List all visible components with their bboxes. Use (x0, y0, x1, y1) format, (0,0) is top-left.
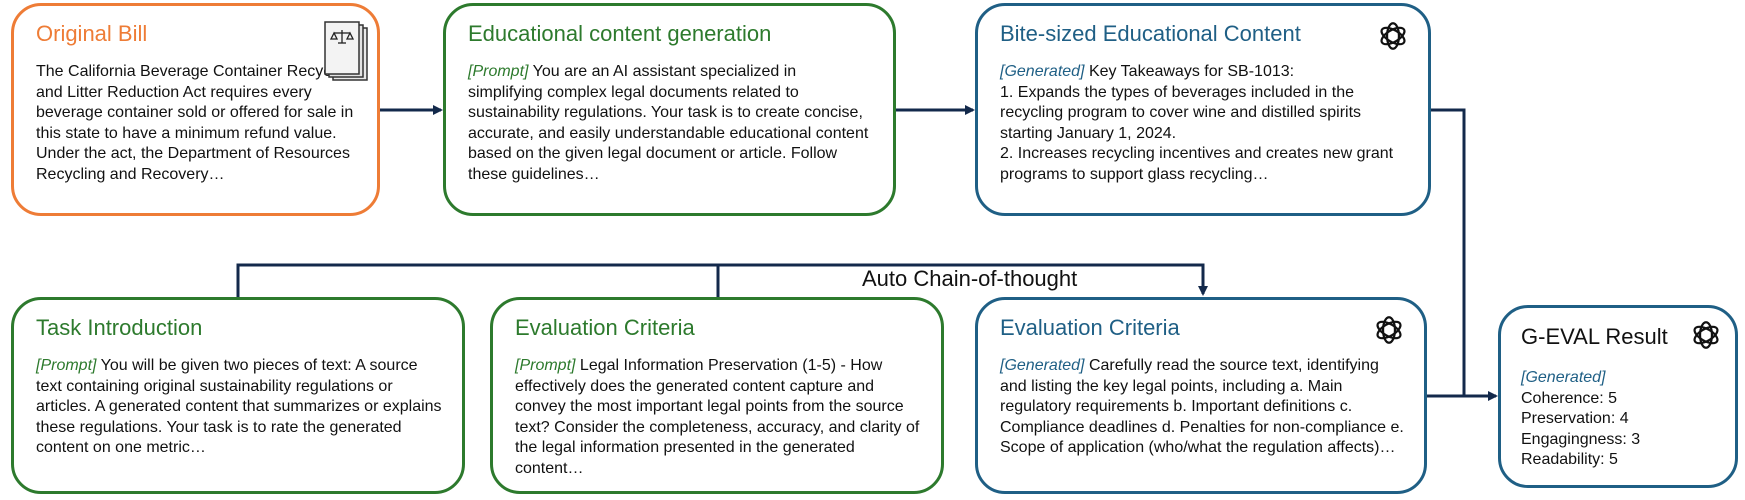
score-preservation: Preservation: 4 (1521, 410, 1629, 428)
score-readability: Readability: 5 (1521, 451, 1618, 469)
geval-result-title: G-EVAL Result (1521, 324, 1668, 349)
geval-result-box: G-EVAL Result [Generated] Coherence: 5 P… (1498, 305, 1738, 488)
openai-logo-icon (1376, 316, 1402, 344)
prompt-tag: [Prompt] (468, 63, 529, 80)
bite-sized-text: [Generated] Key Takeaways for SB-1013: 1… (1000, 62, 1410, 186)
score-engagingness: Engagingness: 3 (1521, 430, 1641, 448)
evaluation-criteria-generated-text: [Generated] Carefully read the source te… (1000, 356, 1406, 459)
law-document-icon (324, 21, 368, 81)
evaluation-criteria-generated-title: Evaluation Criteria (1000, 315, 1180, 340)
cot-bracket-line (236, 263, 1208, 298)
content-generation-body: You are an AI assistant specialized in s… (468, 63, 869, 183)
task-introduction-box: Task Introduction [Prompt] You will be g… (11, 297, 465, 494)
original-bill-title: Original Bill (36, 21, 148, 46)
bite-sized-point-2: 2. Increases recycling incentives and cr… (1000, 145, 1394, 183)
arrow-content-to-result (1431, 108, 1498, 401)
task-introduction-title: Task Introduction (36, 315, 203, 340)
original-bill-box: Original Bill The California Beverage Co… (11, 3, 380, 216)
bite-sized-content-box: Bite-sized Educational Content [Generate… (975, 3, 1431, 216)
generated-tag: [Generated] (1000, 63, 1085, 80)
prompt-tag: [Prompt] (36, 357, 97, 374)
evaluation-criteria-prompt-box: Evaluation Criteria [Prompt] Legal Infor… (490, 297, 944, 494)
content-generation-text: [Prompt] You are an AI assistant special… (468, 62, 875, 186)
generated-tag: [Generated] (1521, 369, 1606, 386)
original-bill-text: The California Beverage Container Recycl… (36, 63, 357, 183)
score-coherence: Coherence: 5 (1521, 389, 1618, 407)
content-generation-title: Educational content generation (468, 21, 772, 46)
evaluation-criteria-prompt-title: Evaluation Criteria (515, 315, 695, 340)
generated-tag: [Generated] (1000, 357, 1085, 374)
bite-sized-point-1: 1. Expands the types of beverages includ… (1000, 83, 1362, 142)
geval-result-text: [Generated] Coherence: 5 Preservation: 4… (1521, 368, 1717, 471)
evaluation-criteria-generated-box: Evaluation Criteria [Generated] Carefull… (975, 297, 1427, 494)
evaluation-criteria-generated-body: Carefully read the source text, identify… (1000, 357, 1404, 457)
prompt-tag: [Prompt] (515, 357, 576, 374)
evaluation-criteria-prompt-text: [Prompt] Legal Information Preservation … (515, 356, 923, 480)
bite-sized-heading: Key Takeaways for SB-1013: (1084, 63, 1295, 80)
openai-logo-icon (1380, 22, 1406, 50)
openai-logo-icon (1693, 321, 1719, 349)
task-introduction-text: [Prompt] You will be given two pieces of… (36, 356, 444, 459)
bite-sized-title: Bite-sized Educational Content (1000, 21, 1301, 46)
content-generation-box: Educational content generation [Prompt] … (443, 3, 896, 216)
task-introduction-body: You will be given two pieces of text: A … (36, 357, 442, 457)
evaluation-criteria-prompt-body: Legal Information Preservation (1-5) - H… (515, 357, 920, 477)
auto-cot-label: Auto Chain-of-thought (862, 266, 1078, 291)
